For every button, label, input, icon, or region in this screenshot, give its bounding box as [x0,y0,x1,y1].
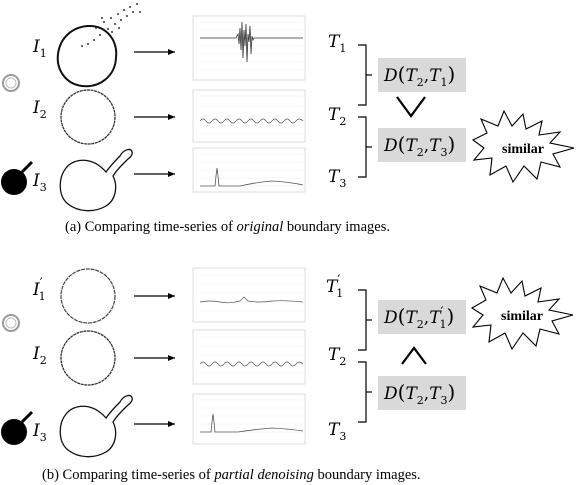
timeseries-chart-b3 [192,393,306,445]
less-than-symbol-b [401,346,427,365]
timeseries-chart-a1 [192,15,306,81]
small-ring-icon-b [2,314,20,332]
image-label-a2: I2 [32,98,47,121]
image-label-a3: I3 [32,171,47,194]
noise-dots [81,3,141,47]
similar-burst-b: similar [470,276,574,351]
distance-box-a-top: D(T2,T1) [378,58,466,92]
distance-box-b-top: D(T2,T′1) [378,300,466,334]
boundary-image-a1 [56,3,141,88]
image-label-b3: I3 [32,421,47,444]
bracket-b-top [358,289,367,351]
distance-box-a-bottom: D(T2,T3) [378,128,466,162]
series-label-b3: T3 [328,420,346,443]
svg-text:D(T2,T3): D(T2,T3) [383,132,455,159]
svg-text:D(T2,T′1): D(T2,T′1) [383,304,454,331]
bracket-a-top [358,44,367,106]
image-label-b2: I2 [32,344,47,367]
panel-a: I1 T1 [1,3,575,235]
series-label-b2: T2 [328,345,346,368]
panel-b: I′1 T′1 I2 [1,267,574,483]
bracket-b-bottom [358,361,367,423]
filled-dot-with-stick-icon-a [1,160,34,195]
timeseries-chart-b2 [192,329,306,385]
caption-a: (a) Comparing time-series of original bo… [65,219,390,235]
boundary-image-b2 [60,330,116,386]
svg-text:similar: similar [502,142,544,157]
timeseries-chart-a2 [192,89,306,143]
image-label-b1: I′1 [32,276,46,303]
series-label-a3: T3 [328,167,346,190]
series-label-a2: T2 [328,105,346,128]
boundary-image-b3 [59,394,133,458]
svg-text:D(T2,T3): D(T2,T3) [383,380,455,407]
series-label-a1: T1 [328,32,346,55]
similar-burst-a: similar [471,109,575,184]
boundary-image-a2 [60,89,116,145]
filled-dot-with-stick-icon-b [1,410,34,445]
greater-than-symbol-a [396,96,426,118]
boundary-image-a3 [59,148,133,212]
distance-box-b-bottom: D(T2,T3) [378,376,466,410]
small-ring-icon-a [2,74,20,92]
timeseries-chart-a3 [192,147,306,193]
boundary-image-b1 [60,268,116,324]
svg-text:similar: similar [501,309,543,324]
caption-b: (b) Comparing time-series of partial den… [42,467,421,483]
series-label-b1: T′1 [326,273,343,300]
bracket-a-bottom [358,116,367,178]
image-label-a1: I1 [32,37,47,60]
timeseries-chart-b1 [192,267,306,323]
svg-text:D(T2,T1): D(T2,T1) [383,62,455,89]
